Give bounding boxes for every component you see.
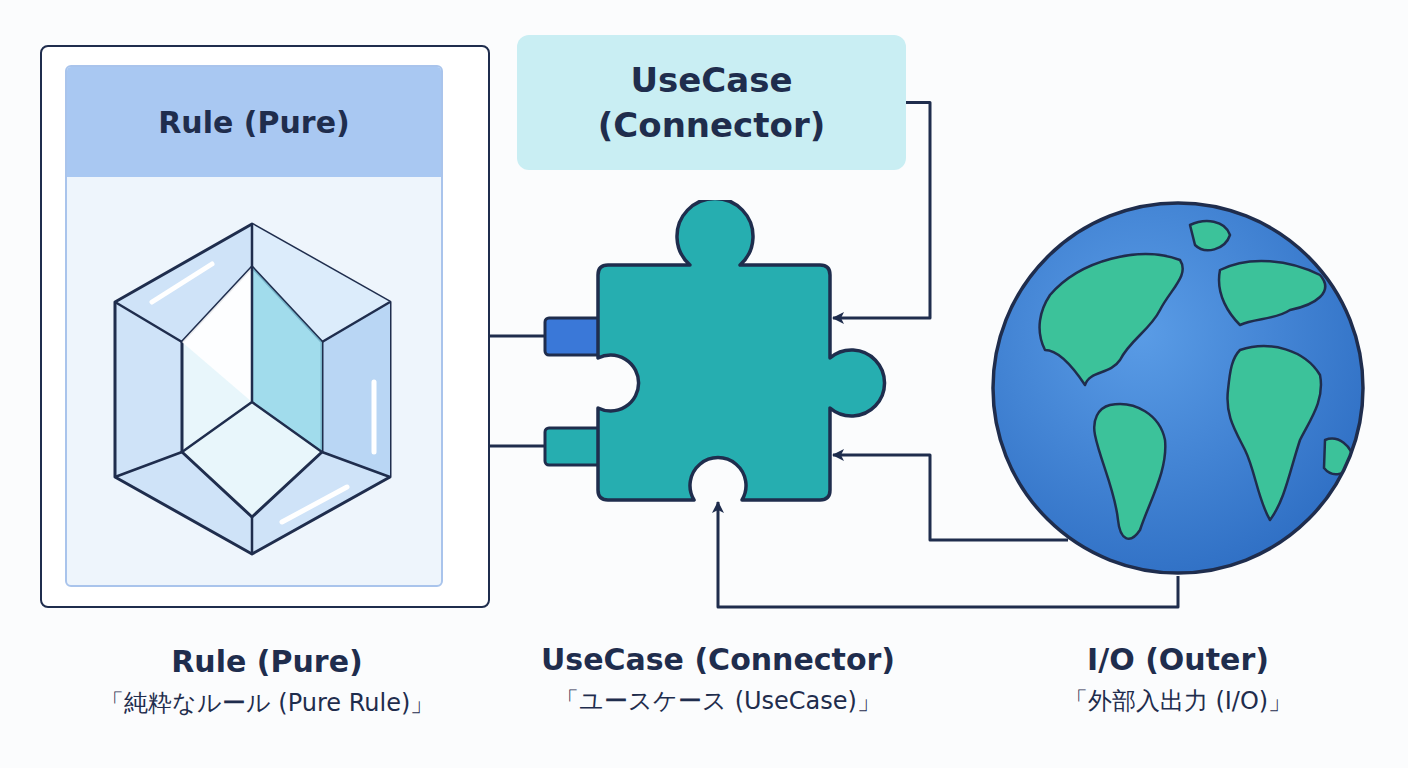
- connector-line: [490, 335, 546, 338]
- rule-card: Rule (Pure): [65, 65, 443, 587]
- caption-group: Rule (Pure) 「純粋なルール (Pure Rule)」: [0, 644, 567, 724]
- caption-subtitle: 「外部入出力 (I/O)」: [978, 686, 1378, 716]
- globe-illustration: [990, 200, 1366, 576]
- outer-frame: Rule (Pure)「純粋なルール (Pure Rule)」Rule (Pur…: [40, 45, 490, 608]
- caption-title: I/O (Outer): [978, 642, 1378, 678]
- puzzle-piece-shape: [540, 200, 900, 510]
- globe: I/O (Outer)「外部入出力 (I/O)」: [990, 200, 1366, 576]
- caption-group: I/O (Outer) 「外部入出力 (I/O)」: [978, 642, 1378, 722]
- caption-group: UseCase (Connector) 「ユースケース (UseCase)」: [518, 642, 918, 722]
- connector-line: [490, 445, 546, 448]
- puzzle-piece: UseCase (Connector)「ユースケース (UseCase)」: [540, 200, 900, 510]
- card-header: Rule (Pure): [67, 67, 441, 177]
- caption-subtitle: 「純粋なルール (Pure Rule)」: [0, 688, 567, 718]
- box-title: UseCase (Connector): [567, 58, 857, 146]
- caption-subtitle: 「ユースケース (UseCase)」: [518, 686, 918, 716]
- card-title: Rule (Pure): [158, 105, 349, 140]
- caption-title: Rule (Pure): [0, 644, 567, 680]
- usecase-box: UseCase (Connector): [517, 35, 906, 170]
- caption-title: UseCase (Connector): [518, 642, 918, 678]
